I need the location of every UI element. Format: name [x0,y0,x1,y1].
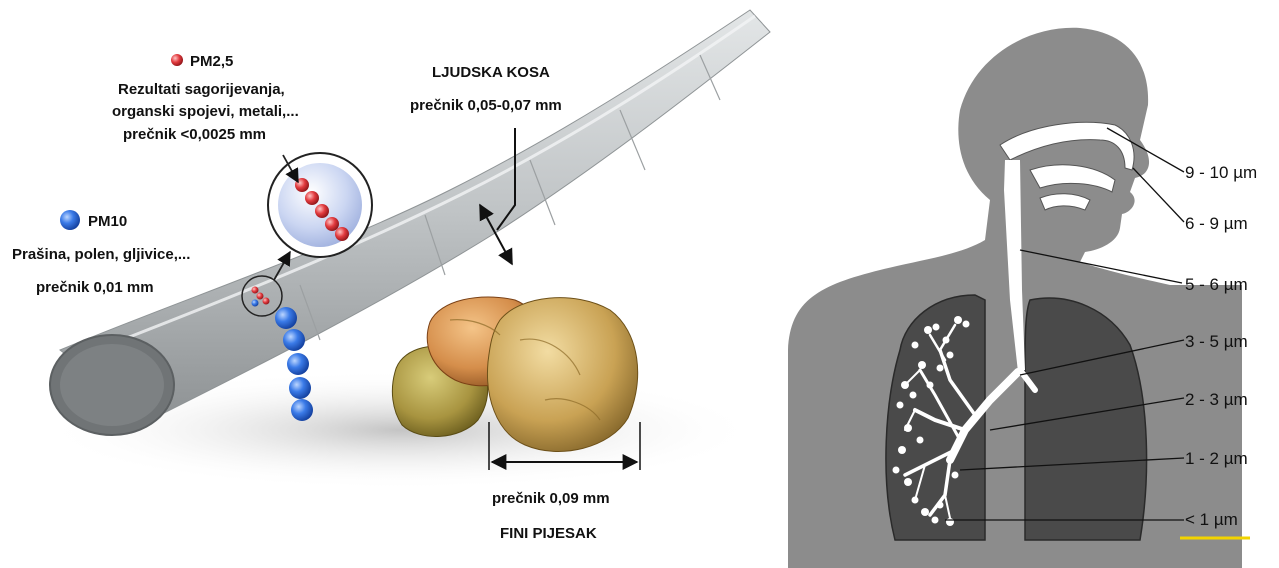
pm10-desc-line1: Prašina, polen, gljivice,... [12,246,190,263]
sand-diameter: prečnik 0,09 mm [492,490,610,507]
pm25-title: PM2,5 [190,53,233,70]
size-label-3-5: 3 - 5 µm [1185,332,1248,351]
pm25-magnifier [268,153,372,257]
left-panel: PM2,5 Rezultati sagorijevanja, organski … [12,10,770,542]
pm10-title: PM10 [88,213,127,230]
pm25-desc-line1: Rezultati sagorijevanja, [118,81,285,98]
size-label-6-9: 6 - 9 µm [1185,214,1248,233]
pm10-legend-dot [60,210,80,230]
size-label-5-6: 5 - 6 µm [1185,275,1248,294]
hair-diameter: prečnik 0,05-0,07 mm [410,97,562,114]
fine-sand-grains [392,297,637,451]
size-label-9-10: 9 - 10 µm [1185,163,1257,182]
pm25-desc-line2: organski spojevi, metali,... [112,103,299,120]
size-label-under-1: < 1 µm [1185,510,1238,529]
hair-title: LJUDSKA KOSA [432,64,550,81]
pm10-diameter: prečnik 0,01 mm [36,279,154,296]
right-panel: 9 - 10 µm 6 - 9 µm 5 - 6 µm 3 - 5 µm 2 -… [788,28,1257,568]
size-label-1-2: 1 - 2 µm [1185,449,1248,468]
pm25-legend-dot [171,54,183,66]
sand-title: FINI PIJESAK [500,525,597,542]
size-label-2-3: 2 - 3 µm [1185,390,1248,409]
pm25-diameter: prečnik <0,0025 mm [123,126,266,143]
